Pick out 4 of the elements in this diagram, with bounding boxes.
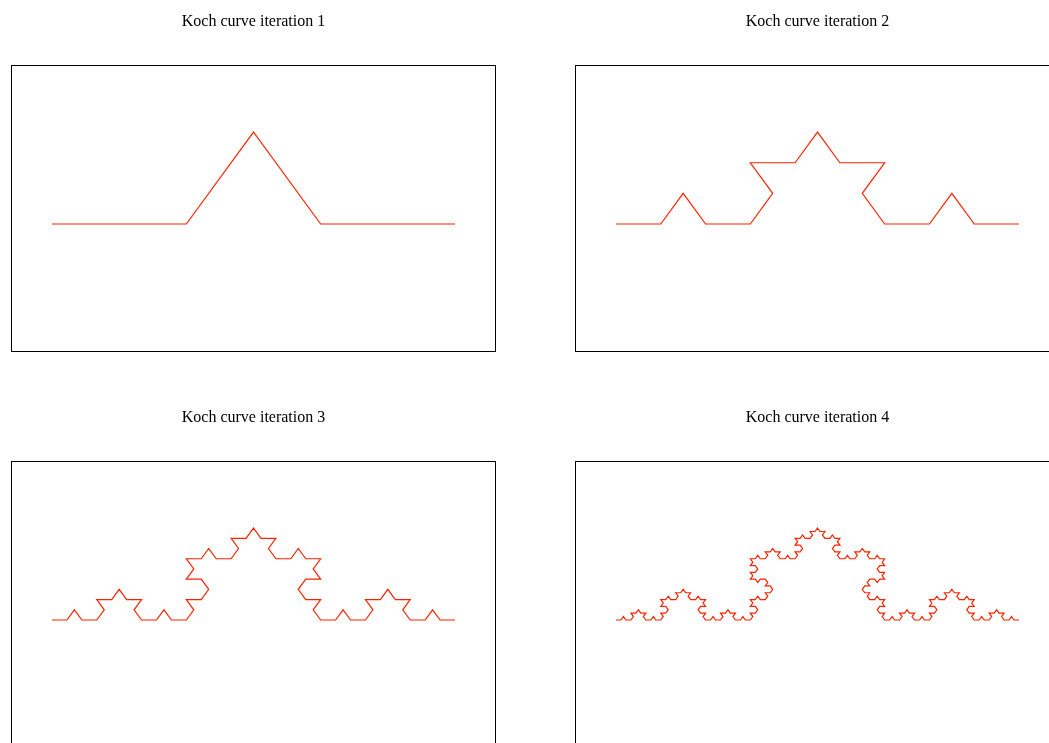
panel-title: Koch curve iteration 2	[744, 12, 891, 30]
panel-title: Koch curve iteration 1	[180, 12, 327, 30]
panel-title: Koch curve iteration 4	[744, 408, 891, 426]
panel-title: Koch curve iteration 3	[180, 408, 327, 426]
